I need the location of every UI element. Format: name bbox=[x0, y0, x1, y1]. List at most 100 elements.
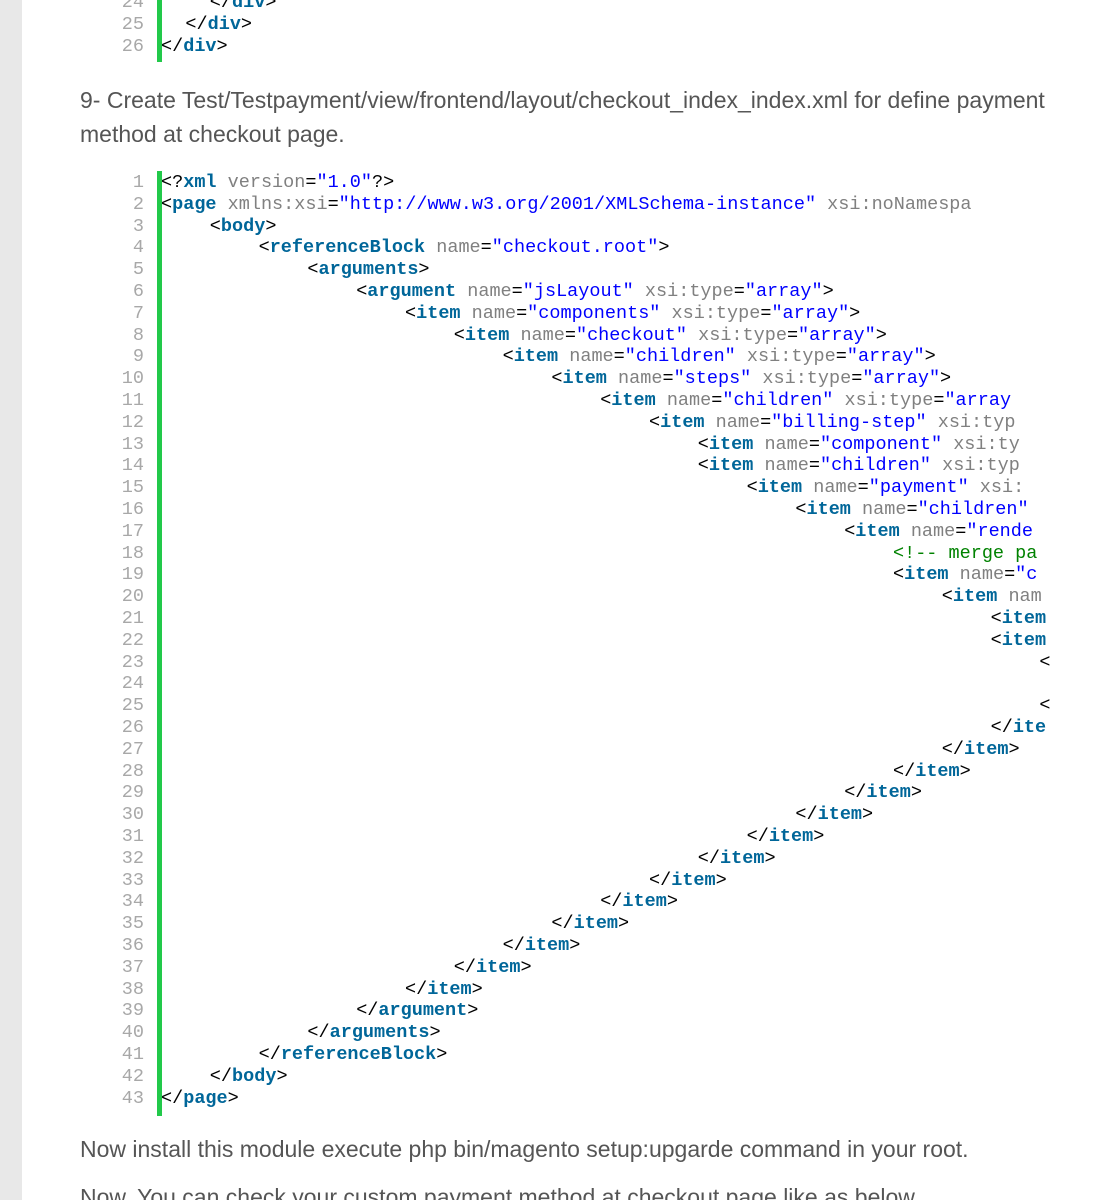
code-line: 22 <item bbox=[82, 630, 1094, 652]
line-number: 27 bbox=[121, 738, 144, 760]
code-text: <item bbox=[990, 629, 1047, 651]
code-text: </item> bbox=[941, 738, 1020, 760]
code-text: </div> bbox=[209, 0, 277, 13]
line-number: 15 bbox=[121, 477, 144, 499]
line-number: 40 bbox=[121, 1022, 144, 1044]
code-text: < bbox=[1039, 651, 1051, 673]
code-text: <page xmlns:xsi="http://www.w3.org/2001/… bbox=[161, 193, 972, 215]
line-number: 24 bbox=[121, 0, 144, 13]
code-line: 19<item name="c bbox=[82, 564, 1094, 586]
line-number: 21 bbox=[121, 608, 144, 629]
code-text: </item> bbox=[893, 760, 971, 782]
code-text: </item> bbox=[697, 847, 776, 869]
line-number: 30 bbox=[121, 804, 144, 826]
code-line: 14 <item name="children" xsi:typ bbox=[82, 455, 1094, 477]
code-line: 20<item nam bbox=[82, 586, 1094, 608]
code-text: < bbox=[1039, 695, 1051, 717]
code-line: 36</item> bbox=[82, 935, 1094, 957]
line-number: 2 bbox=[132, 193, 144, 215]
code-text: </div> bbox=[161, 35, 228, 57]
code-gutter-bar bbox=[157, 171, 162, 1116]
code-line: 4 <referenceBlock name="checkout.root"> bbox=[82, 237, 1094, 259]
code-line: 2 <page xmlns:xsi="http://www.w3.org/2001… bbox=[82, 194, 1094, 216]
code-line: 43 </page> bbox=[82, 1088, 1094, 1110]
code-line: 29</item> bbox=[82, 782, 1094, 804]
code-text: </item> bbox=[453, 956, 532, 978]
line-number: 25 bbox=[121, 13, 144, 35]
line-number: 36 bbox=[121, 935, 144, 956]
code-text: <referenceBlock name="checkout.root"> bbox=[258, 237, 670, 259]
code-text: <item name="billing-step" xsi:typ bbox=[649, 411, 1016, 433]
code-line: 7<item name="components" xsi:type="array… bbox=[82, 303, 1094, 325]
code-line: 26</div> bbox=[82, 36, 1094, 58]
line-number: 43 bbox=[121, 1087, 144, 1109]
code-text: <item bbox=[990, 608, 1047, 629]
line-number: 13 bbox=[121, 433, 144, 455]
code-line: 5<arguments> bbox=[82, 259, 1094, 281]
line-number: 33 bbox=[121, 869, 144, 891]
line-number: 31 bbox=[121, 826, 144, 847]
code-line: 35</item> bbox=[82, 913, 1094, 935]
line-number: 7 bbox=[132, 302, 144, 324]
line-number: 9 bbox=[132, 346, 144, 368]
code-text: </ite bbox=[990, 717, 1047, 738]
code-line: 40</arguments> bbox=[82, 1022, 1094, 1044]
code-line: 24 </div> bbox=[82, 0, 1094, 14]
code-text: <item name="children" xsi:typ bbox=[697, 455, 1020, 477]
install-instruction: Now install this module execute php bin/… bbox=[80, 1136, 969, 1162]
code-line: 3 <body> bbox=[82, 216, 1094, 238]
line-number: 34 bbox=[121, 891, 144, 913]
code-line: 38</item> bbox=[82, 979, 1094, 1001]
code-text: </div> bbox=[185, 13, 253, 35]
line-number: 39 bbox=[121, 1000, 144, 1022]
code-line: 13<item name="component" xsi:ty bbox=[82, 434, 1094, 456]
code-line: 24 bbox=[82, 673, 1094, 695]
code-text: <argument name="jsLayout" xsi:type="arra… bbox=[356, 281, 834, 302]
line-number: 10 bbox=[121, 368, 144, 390]
code-gutter-bar bbox=[157, 0, 162, 62]
line-number: 23 bbox=[121, 651, 144, 673]
line-number: 1 bbox=[132, 172, 144, 193]
code-text: <!-- merge pa bbox=[893, 542, 1038, 564]
code-text: <item name="children" xsi:type="array bbox=[600, 390, 1012, 411]
code-text: <item name="children" bbox=[795, 499, 1029, 520]
line-number: 22 bbox=[121, 629, 144, 651]
code-line: 34</item> bbox=[82, 891, 1094, 913]
code-text: </referenceBlock> bbox=[258, 1044, 448, 1065]
line-number: 4 bbox=[132, 237, 144, 259]
code-text: </item> bbox=[746, 826, 825, 847]
line-number: 14 bbox=[121, 455, 144, 477]
code-text: <item name="checkout" xsi:type="array"> bbox=[453, 324, 887, 346]
line-number: 42 bbox=[121, 1065, 144, 1087]
line-number: 28 bbox=[121, 760, 144, 782]
code-text: <item name="c bbox=[893, 564, 1038, 586]
code-text: <item name="payment" xsi: bbox=[746, 477, 1025, 499]
code-line: 30 </item> bbox=[82, 804, 1094, 826]
line-number: 25 bbox=[121, 695, 144, 717]
code-line: 27 </item> bbox=[82, 739, 1094, 761]
code-line: 21 <item bbox=[82, 608, 1094, 630]
code-line: 8 <item name="checkout" xsi:type="array"> bbox=[82, 325, 1094, 347]
line-number: 26 bbox=[121, 717, 144, 738]
code-line: 15 <item name="payment" xsi: bbox=[82, 477, 1094, 499]
code-line: 11<item name="children" xsi:type="array bbox=[82, 390, 1094, 412]
code-line: 31 </item> bbox=[82, 826, 1094, 848]
code-text: <item name="rende bbox=[844, 520, 1033, 542]
code-text: </item> bbox=[795, 804, 874, 826]
line-number: 3 bbox=[132, 215, 144, 237]
code-text: </page> bbox=[161, 1087, 239, 1109]
code-line: 9<item name="children" xsi:type="array"> bbox=[82, 346, 1094, 368]
line-number: 35 bbox=[121, 913, 144, 935]
code-line: 18<!-- merge pa bbox=[82, 543, 1094, 565]
line-number: 6 bbox=[132, 281, 144, 302]
step-9-instruction: 9- Create Test/Testpayment/view/frontend… bbox=[80, 87, 1045, 147]
code-text: <body> bbox=[209, 215, 277, 237]
line-number: 12 bbox=[121, 411, 144, 433]
line-number: 41 bbox=[121, 1044, 144, 1065]
code-snippet-div-closing: 24</div>25</div>26</div> bbox=[82, 0, 1094, 62]
code-line: 10<item name="steps" xsi:type="array"> bbox=[82, 368, 1094, 390]
code-text: </item> bbox=[844, 782, 922, 804]
line-number: 37 bbox=[121, 956, 144, 978]
line-number: 8 bbox=[132, 324, 144, 346]
line-number: 38 bbox=[121, 978, 144, 1000]
